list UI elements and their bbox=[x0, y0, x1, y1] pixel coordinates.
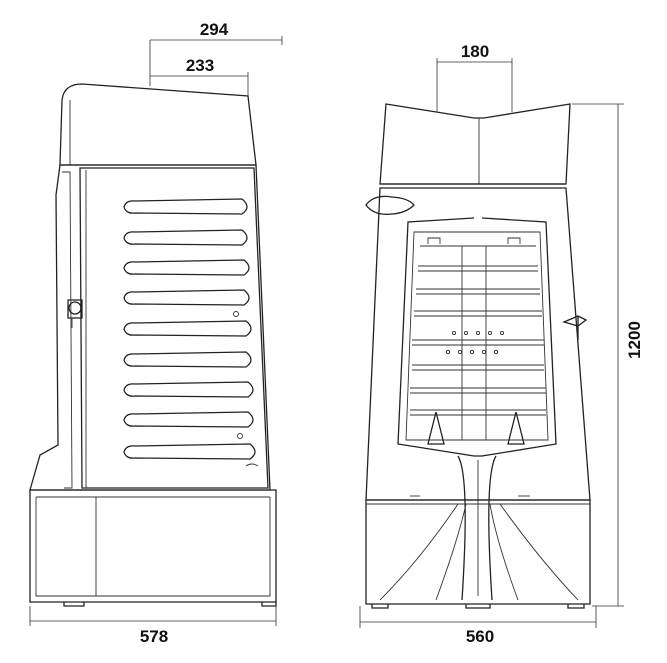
side-slots bbox=[123, 198, 259, 467]
side-view bbox=[29, 36, 283, 626]
front-latch bbox=[562, 315, 588, 340]
dim-label-height: 1200 bbox=[625, 321, 644, 359]
front-view bbox=[359, 58, 624, 628]
side-handle bbox=[67, 299, 83, 328]
side-dimensions bbox=[29, 36, 283, 626]
front-dimensions bbox=[359, 58, 624, 628]
fire-grate bbox=[410, 237, 546, 445]
dim-label-top-front: 180 bbox=[461, 42, 489, 61]
dim-label-top-inner: 233 bbox=[186, 56, 214, 75]
side-base bbox=[29, 489, 277, 607]
front-base bbox=[365, 495, 591, 609]
front-handle-left bbox=[365, 195, 415, 215]
dim-label-base-side: 578 bbox=[140, 627, 168, 646]
fire-window bbox=[397, 217, 557, 457]
dim-label-base-front: 560 bbox=[466, 627, 494, 646]
side-door bbox=[79, 167, 269, 489]
dim-label-top-outer: 294 bbox=[200, 20, 229, 39]
